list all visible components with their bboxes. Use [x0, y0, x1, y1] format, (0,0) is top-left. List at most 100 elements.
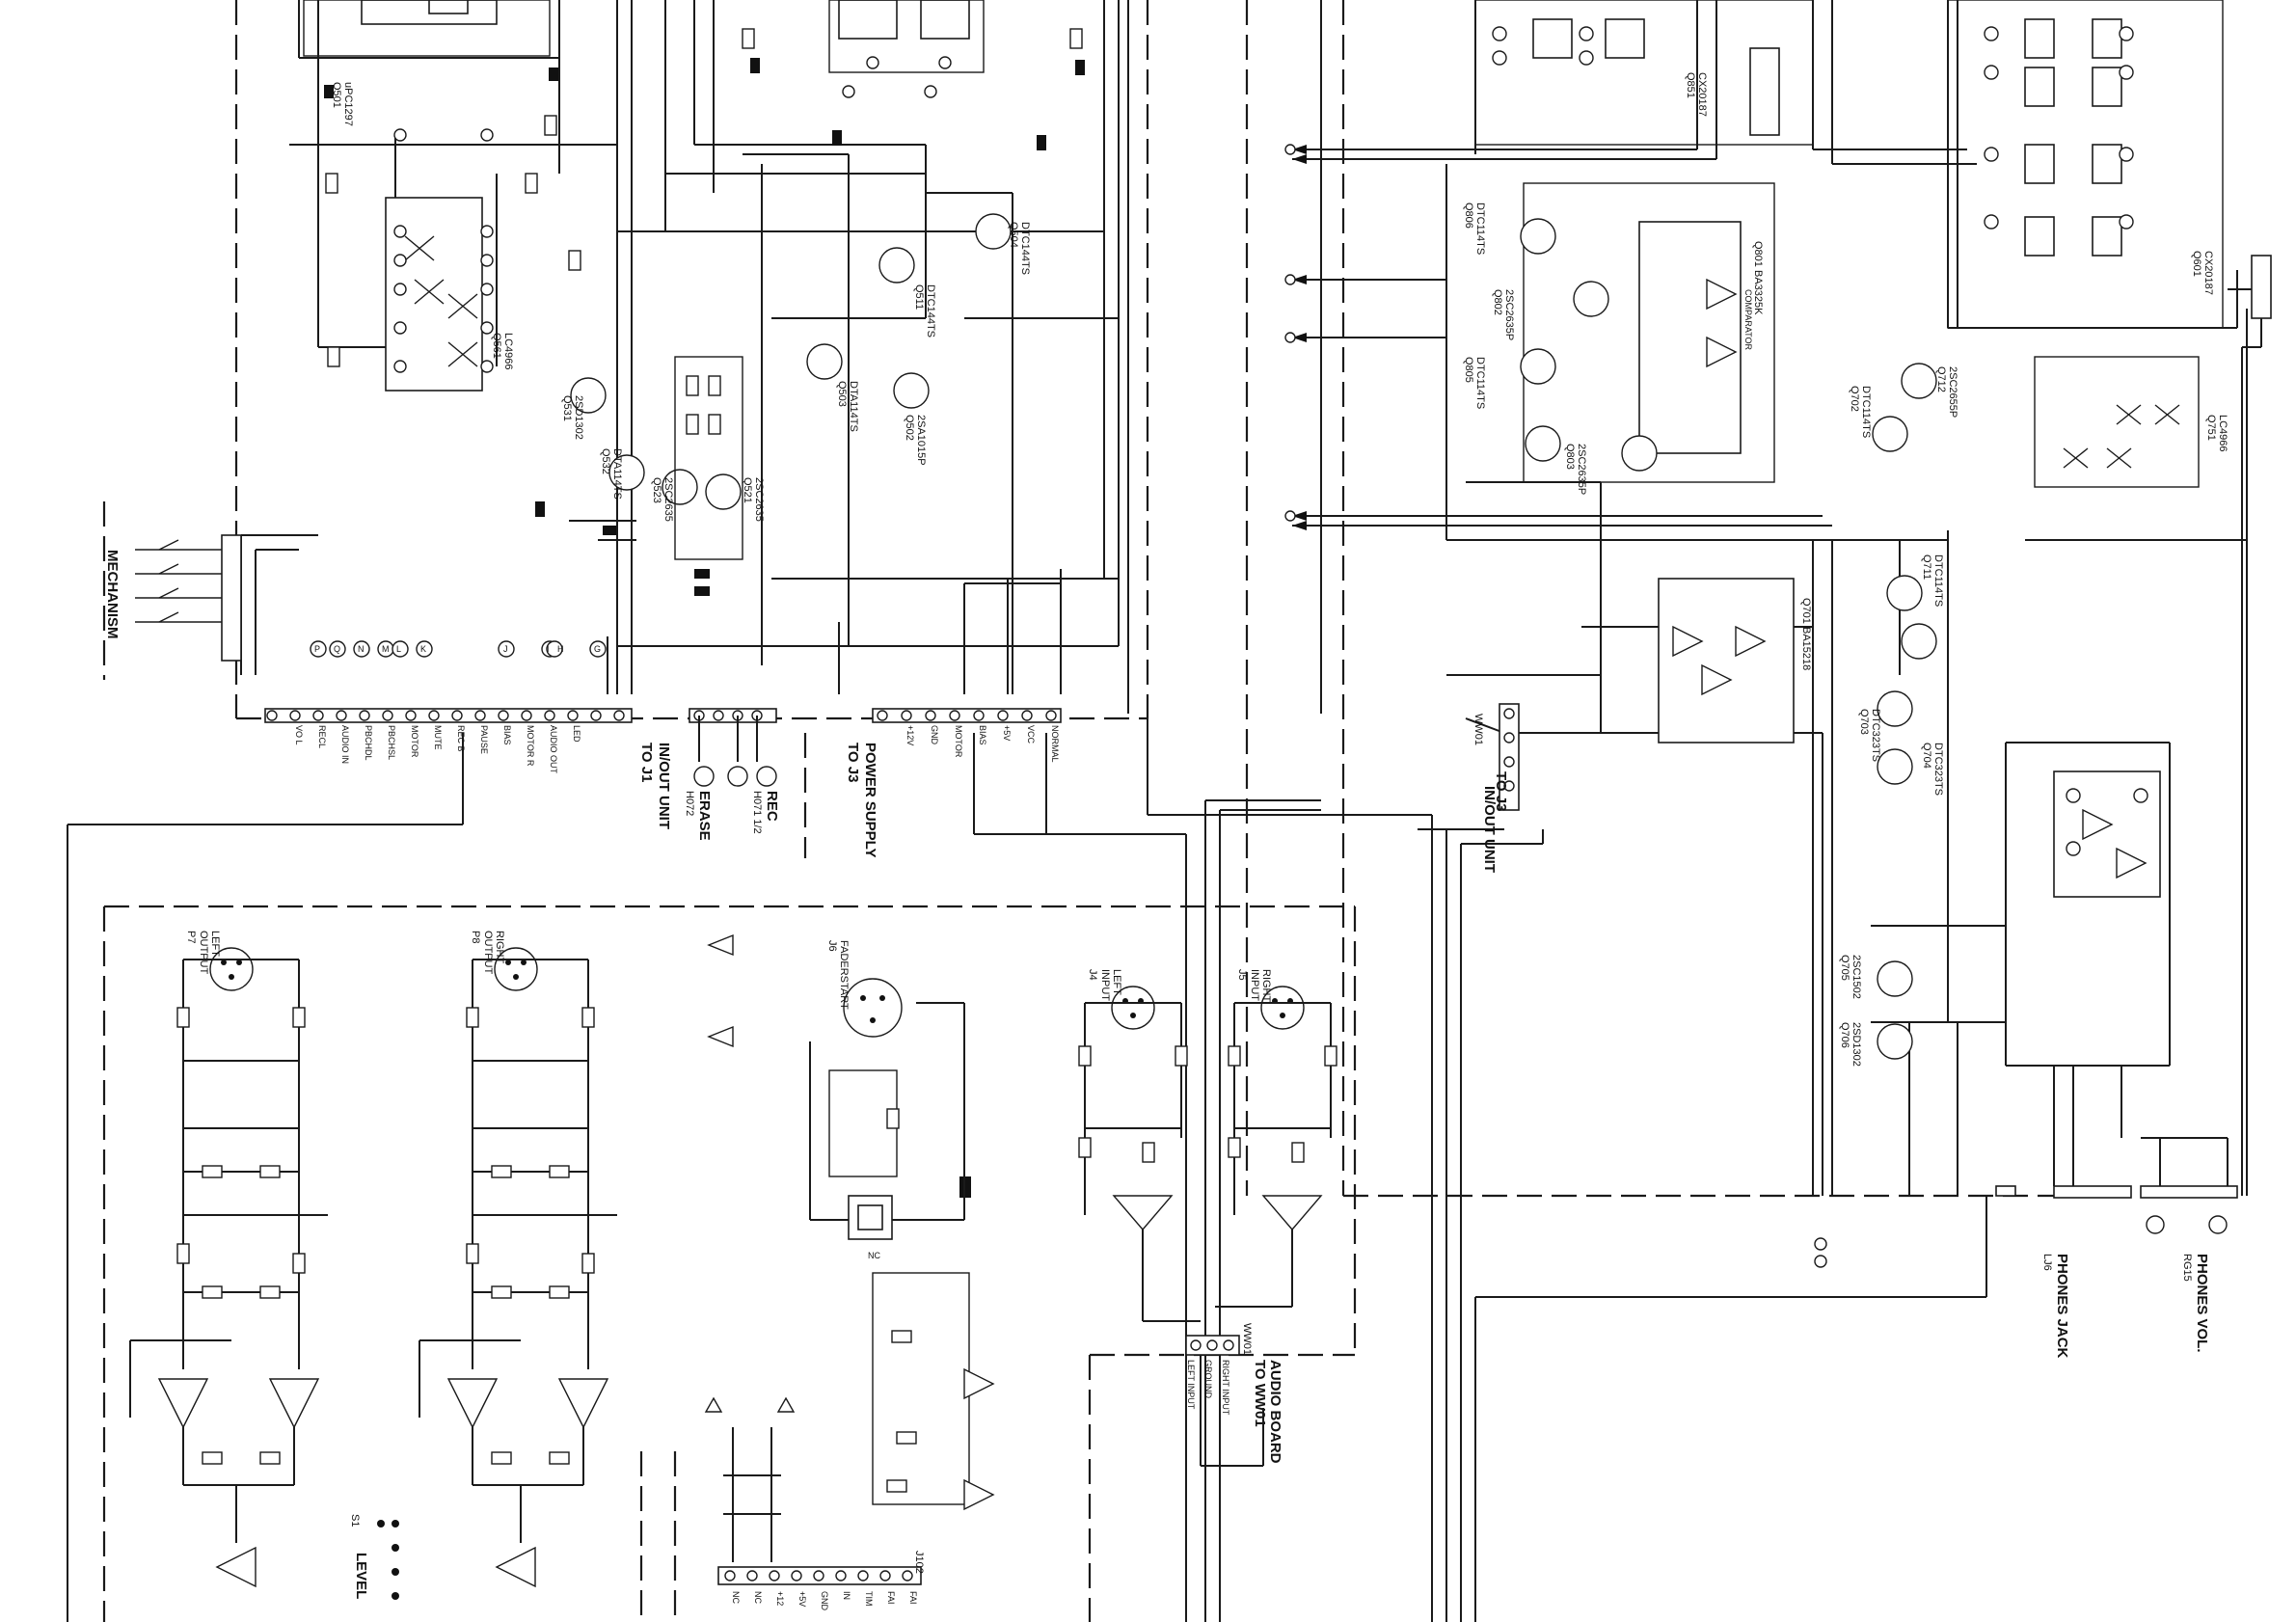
to-j1-label: TO J1: [638, 743, 655, 782]
svg-text:Q532: Q532: [600, 448, 611, 474]
svg-text:FAI: FAI: [908, 1591, 918, 1605]
svg-text:MOTOR: MOTOR: [954, 725, 963, 758]
svg-text:S1: S1: [349, 1514, 361, 1527]
svg-text:K: K: [420, 644, 426, 654]
svg-text:G: G: [594, 644, 601, 654]
svg-text:DTC323TS: DTC323TS: [1870, 709, 1881, 762]
svg-text:2SC2635P: 2SC2635P: [1503, 289, 1515, 340]
phones-vol-label: PHONES VOL.: [2194, 1254, 2210, 1353]
svg-text:J6: J6: [826, 940, 838, 952]
level-label: LEVEL: [353, 1553, 369, 1599]
svg-text:Q503: Q503: [836, 381, 848, 407]
svg-text:RIGHT INPUT: RIGHT INPUT: [1221, 1360, 1230, 1416]
svg-text:LEFT INPUT: LEFT INPUT: [1186, 1360, 1196, 1410]
svg-text:INPUT: INPUT: [1099, 969, 1111, 1001]
svg-text:Q523: Q523: [651, 477, 662, 503]
svg-text:2SC2635: 2SC2635: [753, 477, 765, 522]
svg-text:2SC2655P: 2SC2655P: [1947, 366, 1958, 418]
svg-text:H071 1/2: H071 1/2: [751, 791, 763, 834]
signal-arrows: [1284, 144, 1827, 1268]
svg-text:MOTOR: MOTOR: [410, 725, 419, 758]
svg-text:2SD1302: 2SD1302: [1850, 1022, 1862, 1067]
svg-text:Q511: Q511: [913, 284, 925, 310]
connector-j501: VO L RECL AUDIO IN PBCHDL PBCHSL MOTOR M…: [264, 708, 672, 829]
svg-text:DTC323TS: DTC323TS: [1932, 743, 1944, 796]
phones-jack: LJ6 PHONES JACK RG15 PHONES VOL.: [1995, 1185, 2238, 1359]
svg-text:Q521: Q521: [742, 477, 753, 503]
svg-text:L: L: [396, 644, 401, 654]
svg-text:PBCHSL: PBCHSL: [387, 725, 396, 760]
connector-j502: +12V GND MOTOR BIAS +5V VCC NORMAL TO J3…: [845, 708, 1062, 857]
svg-text:CX20187: CX20187: [1696, 72, 1708, 117]
svg-text:PAUSE: PAUSE: [479, 725, 489, 754]
svg-text:LEFT: LEFT: [1111, 969, 1122, 995]
svg-text:M: M: [382, 644, 390, 654]
svg-text:Q705: Q705: [1839, 955, 1850, 981]
svg-text:Q: Q: [334, 644, 340, 654]
svg-text:Q802: Q802: [1492, 289, 1503, 315]
svg-text:LC4966: LC4966: [2217, 415, 2228, 452]
svg-text:Q703: Q703: [1858, 709, 1870, 735]
svg-text:VO L: VO L: [294, 725, 304, 745]
svg-text:DTA114TS: DTA114TS: [848, 381, 859, 432]
monitor-block: Q702 DTC114TS Q712 2SC2655P Q751 LC4966 …: [1658, 356, 2228, 796]
svg-text:Q704: Q704: [1921, 743, 1932, 769]
to-j3-inout-label: TO J3: [1493, 771, 1509, 811]
svg-text:Q701 BA15218: Q701 BA15218: [1800, 598, 1812, 670]
svg-text:PBCHDL: PBCHDL: [364, 725, 373, 761]
svg-text:2SC2635P: 2SC2635P: [1576, 444, 1587, 495]
svg-text:FADERSTART: FADERSTART: [838, 940, 850, 1010]
svg-text:AUDIO OUT: AUDIO OUT: [549, 725, 558, 774]
faderstart-block: J6 FADERSTART NC: [707, 933, 971, 1260]
svg-text:RIGHT: RIGHT: [1260, 969, 1272, 1003]
svg-text:RG15: RG15: [2181, 1254, 2193, 1282]
to-j1-sub: IN/OUT UNIT: [656, 743, 672, 829]
q501-part: uPC1297: [342, 82, 354, 126]
svg-text:IN: IN: [842, 1591, 851, 1600]
q501-ref: Q501: [331, 82, 342, 108]
svg-text:GND: GND: [820, 1591, 829, 1611]
svg-text:I: I: [547, 644, 550, 654]
svg-text:Q502: Q502: [904, 415, 915, 441]
noise-reduction-block: Q851 CX20187 Q601 CX20187: [1474, 0, 2272, 329]
svg-text:P7: P7: [185, 931, 197, 943]
svg-text:J5: J5: [1236, 969, 1248, 981]
svg-text:MUTE: MUTE: [433, 725, 443, 750]
svg-text:J102: J102: [913, 1551, 925, 1574]
svg-text:FAI: FAI: [886, 1591, 896, 1605]
svg-text:+5V: +5V: [797, 1591, 807, 1607]
mechanism-switches: MECHANISM: [104, 534, 242, 662]
to-ww01-label: TO WW01: [1252, 1360, 1268, 1427]
svg-text:P: P: [314, 644, 320, 654]
svg-text:Q805: Q805: [1463, 357, 1474, 383]
svg-text:Q806: Q806: [1463, 203, 1474, 229]
svg-text:J: J: [503, 644, 508, 654]
svg-text:BIAS: BIAS: [502, 725, 512, 745]
comparator-block: COMPARATOR Q801 BA3325K Q806 DTC114TS Q8…: [1463, 182, 1775, 495]
svg-text:Q706: Q706: [1839, 1022, 1850, 1048]
svg-text:DTA114TS: DTA114TS: [611, 448, 623, 500]
svg-text:OUTPUT: OUTPUT: [482, 931, 494, 975]
input-right-stage: J5 INPUT RIGHT: [1215, 969, 1337, 1308]
svg-text:RECL: RECL: [317, 725, 327, 748]
to-j3-inout-sub: IN/OUT UNIT: [1481, 786, 1498, 873]
svg-text:GROUND: GROUND: [1203, 1360, 1213, 1398]
svg-text:DTC114TS: DTC114TS: [1474, 203, 1486, 255]
wiring: [67, 0, 2262, 1622]
svg-text:Q601: Q601: [2191, 251, 2202, 277]
svg-text:2SC1502: 2SC1502: [1850, 955, 1862, 999]
svg-text:LEFT: LEFT: [209, 931, 221, 957]
svg-text:NC: NC: [868, 1251, 880, 1260]
svg-text:Q561: Q561: [491, 333, 502, 359]
svg-text:DTC114TS: DTC114TS: [1932, 554, 1944, 607]
mechanism-label: MECHANISM: [104, 550, 121, 639]
svg-text:Q531: Q531: [561, 395, 573, 421]
svg-text:P8: P8: [470, 931, 481, 943]
svg-text:GND: GND: [930, 725, 939, 745]
heads-block: H072 ERASE H071 1/2 REC: [684, 708, 780, 841]
svg-text:Q751: Q751: [2205, 415, 2217, 441]
headphone-amp: Q705 2SC1502 Q706 2SD1302: [1839, 770, 2161, 1067]
svg-text:N: N: [358, 644, 365, 654]
svg-text:DTC144TS: DTC144TS: [925, 284, 936, 338]
